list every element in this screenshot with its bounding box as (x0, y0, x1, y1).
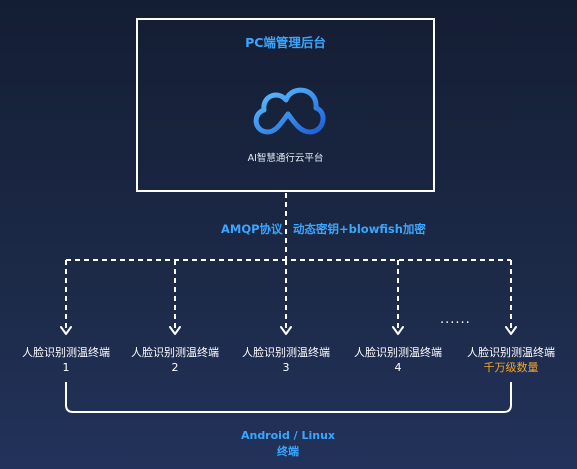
arrow-head-2 (169, 326, 181, 335)
terminal-4: 人脸识别测温终端 4 (343, 345, 453, 375)
platform-name: AI智慧通行云平台 (247, 153, 324, 164)
footer-terminal-label: 终端 (277, 445, 299, 458)
management-title: PC端管理后台 (245, 35, 326, 50)
amqp-protocol-label: AMQP协议 (221, 222, 283, 236)
more-terminals-ellipsis: ...... (440, 312, 471, 327)
arrow-head-1 (60, 326, 72, 335)
terminal-label: 人脸识别测温终端 (354, 346, 442, 359)
terminal-2: 人脸识别测温终端 2 (120, 345, 230, 375)
terminal-group-bracket (65, 382, 512, 413)
terminal-label: 人脸识别测温终端 (467, 346, 555, 359)
footer-os-label: Android / Linux (240, 429, 336, 442)
terminal-number: 3 (282, 361, 290, 374)
encryption-label: 动态密钥+blowfish加密 (293, 222, 426, 236)
terminal-number: 2 (171, 361, 179, 374)
arrow-head-4 (392, 326, 404, 335)
management-backend-box: PC端管理后台 AI智慧通行云平台 (136, 18, 435, 192)
terminal-5: 人脸识别测温终端 千万级数量 (456, 345, 566, 375)
terminal-label: 人脸识别测温终端 (242, 346, 330, 359)
terminal-label: 人脸识别测温终端 (131, 346, 219, 359)
arrow-head-5 (505, 326, 517, 335)
terminal-3: 人脸识别测温终端 3 (231, 345, 341, 375)
terminal-number: 4 (394, 361, 402, 374)
terminal-os-footer: Android / Linux 终端 (188, 428, 388, 460)
terminal-number: 1 (62, 361, 70, 374)
terminal-label: 人脸识别测温终端 (22, 346, 110, 359)
arrow-head-3 (280, 326, 292, 335)
cloud-icon (253, 87, 326, 135)
terminal-count-label: 千万级数量 (483, 361, 539, 374)
terminal-1: 人脸识别测温终端 1 (11, 345, 121, 375)
